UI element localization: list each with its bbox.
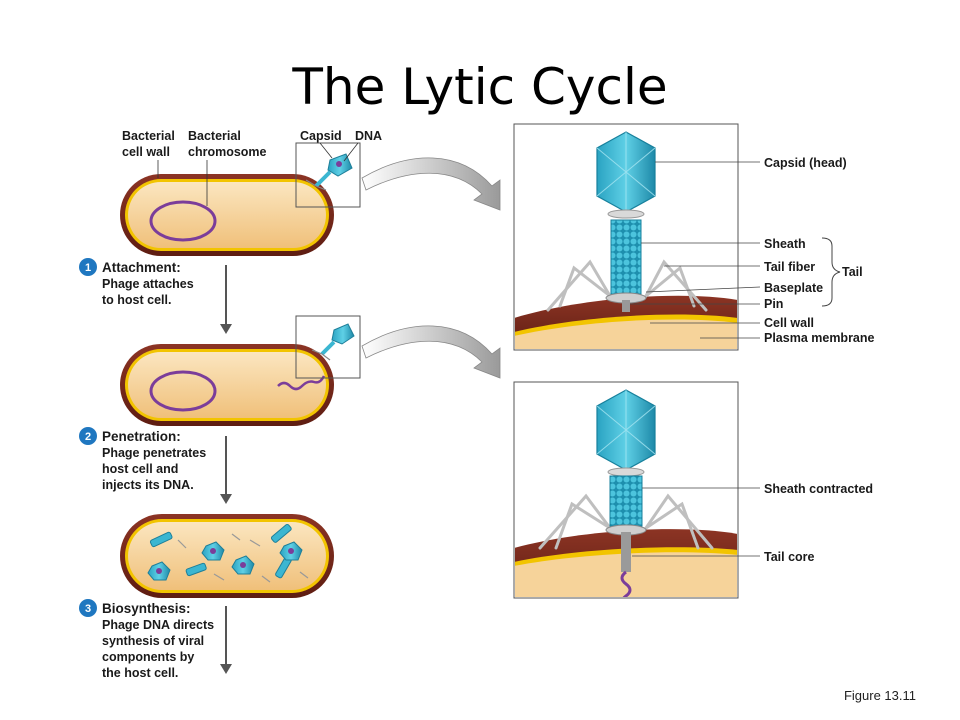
step-heading-3: Biosynthesis:: [102, 601, 191, 616]
label-sheath: Sheath: [764, 237, 806, 251]
injected-dna: [277, 375, 326, 391]
label-dna: DNA: [355, 129, 382, 143]
zoom-box-1: [295, 142, 361, 208]
bacterial-chromosome: [149, 200, 217, 242]
step-text-3a: Phage DNA directs: [102, 618, 214, 632]
step-number-1: 1: [85, 262, 91, 274]
step-heading-2: Penetration:: [102, 429, 181, 444]
zoom-arrow-1: [361, 157, 501, 211]
step-badge-3: [79, 599, 97, 617]
step-badge-1: [79, 258, 97, 276]
label-baseplate: Baseplate: [764, 281, 823, 295]
step-text-2b: host cell and: [102, 462, 178, 476]
step-text-3c: components by: [102, 650, 194, 664]
zoom-box-2: [295, 315, 361, 379]
label-tail-core: Tail core: [764, 550, 815, 564]
sheath-contracted-icon: [609, 475, 643, 527]
detail-panel-top: [513, 123, 841, 351]
cell-attachment: [120, 142, 361, 256]
label-cell-wall: Cell wall: [764, 316, 814, 330]
label-cell-wall-2: cell wall: [122, 145, 170, 159]
label-plasma-membrane: Plasma membrane: [764, 331, 875, 345]
label-tail-fiber: Tail fiber: [764, 260, 815, 274]
step-text-1a: Phage attaches: [102, 277, 194, 291]
step-text-2a: Phage penetrates: [102, 446, 206, 460]
down-arrow-1: [220, 265, 232, 334]
label-cell-wall-1: Bacterial: [122, 129, 175, 143]
label-chromosome-1: Bacterial: [188, 129, 241, 143]
label-capsid: Capsid: [300, 129, 342, 143]
step-1: 1 Attachment: Phage attaches to host cel…: [79, 258, 194, 307]
step-3: 3 Biosynthesis: Phage DNA directs synthe…: [79, 599, 214, 680]
zoom-arrow-2: [361, 325, 501, 379]
step-text-3d: the host cell.: [102, 666, 178, 680]
label-tail: Tail: [842, 265, 863, 279]
step-heading-1: Attachment:: [102, 260, 181, 275]
tail-core-icon: [621, 532, 631, 572]
step-number-2: 2: [85, 431, 91, 443]
injected-dna-detail: [620, 570, 632, 597]
label-chromosome-2: chromosome: [188, 145, 267, 159]
detail-panel-bottom: [513, 381, 760, 599]
small-phage-icon: [305, 153, 353, 191]
small-phage-icon: [311, 323, 355, 361]
label-capsid-head: Capsid (head): [764, 156, 847, 170]
page-title: The Lytic Cycle: [292, 58, 668, 116]
down-arrow-3: [220, 606, 232, 674]
step-text-3b: synthesis of viral: [102, 634, 204, 648]
figure-caption: Figure 13.11: [843, 688, 916, 703]
step-text-1b: to host cell.: [102, 293, 171, 307]
step-badge-2: [79, 427, 97, 445]
cell-penetration: [120, 315, 361, 426]
cell-biosynthesis: [120, 514, 334, 598]
step-text-2c: injects its DNA.: [102, 478, 194, 492]
sheath-icon: [610, 219, 642, 297]
step-number-3: 3: [85, 603, 91, 615]
label-sheath-contracted: Sheath contracted: [764, 482, 873, 496]
step-2: 2 Penetration: Phage penetrates host cel…: [79, 427, 206, 492]
down-arrow-2: [220, 436, 232, 504]
label-pin: Pin: [764, 297, 783, 311]
